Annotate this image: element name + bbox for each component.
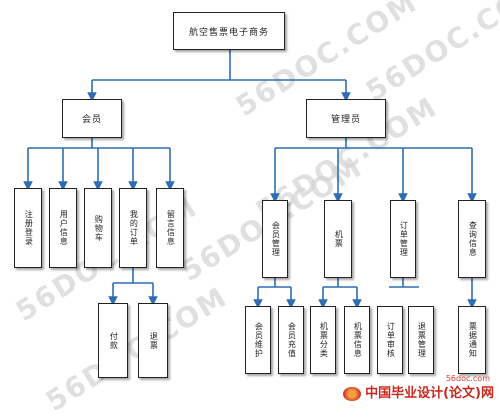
ticket-child-node: 机票分类 — [310, 306, 336, 374]
admin-label: 管理员 — [330, 115, 361, 125]
order-mgmt-child-label: 订单审核 — [386, 322, 396, 358]
order-child-node: 付款 — [98, 303, 128, 378]
order-mgmt-child-node: 退票管理 — [408, 306, 434, 374]
ticket-child-label: 机票信息 — [353, 322, 363, 358]
admin-node: 管理员 — [306, 99, 386, 138]
org-chart: 56DOC.COM 56DOC.COM 56DOC.COM 56DOC.COM … — [10, 0, 500, 418]
query-child-node: 票据通知 — [458, 306, 486, 374]
admin-child-label: 订单管理 — [399, 221, 409, 257]
member-child-label: 我的订单 — [129, 210, 139, 246]
root-label: 航空售票电子商务 — [188, 27, 269, 38]
member-node: 会员 — [62, 99, 122, 138]
brand-text-b: 毕业设计(论文)网 — [391, 386, 494, 401]
admin-child-label: 会员管理 — [271, 221, 281, 257]
member-child-node: 用户信息 — [49, 188, 77, 268]
admin-child-node: 订单管理 — [390, 200, 416, 278]
member-child-node: 购物车 — [84, 188, 112, 268]
admin-child-node: 机票 — [324, 200, 352, 278]
member-child-label: 注册登录 — [24, 210, 34, 246]
order-child-label: 付款 — [109, 331, 119, 350]
query-child-label: 票据通知 — [468, 322, 478, 358]
member-child-node: 留言信息 — [156, 188, 184, 268]
order-child-label: 退票 — [149, 331, 159, 350]
ticket-child-label: 机票分类 — [319, 322, 329, 358]
member-child-node: 我的订单 — [119, 188, 147, 268]
brand-text-a: 中国 — [365, 386, 392, 401]
member-child-label: 用户信息 — [59, 210, 69, 246]
order-mgmt-child-label: 退票管理 — [417, 322, 427, 358]
member-mgmt-child-node: 会员维护 — [245, 306, 271, 374]
admin-child-label: 查询信息 — [468, 221, 478, 257]
member-mgmt-child-label: 会员充值 — [287, 322, 297, 358]
admin-child-node: 查询信息 — [458, 200, 486, 278]
order-mgmt-child-node: 订单审核 — [377, 306, 403, 374]
brand-logo-icon — [343, 387, 362, 401]
connector-lines — [23, 50, 477, 309]
ticket-child-node: 机票信息 — [344, 306, 370, 374]
member-child-label: 留言信息 — [166, 210, 176, 246]
footer-brand: 中国毕业设计(论文)网 — [343, 382, 494, 401]
site-url: 56doc.com — [445, 374, 490, 383]
member-mgmt-child-node: 会员充值 — [278, 306, 304, 374]
root-node: 航空售票电子商务 — [173, 12, 285, 50]
admin-child-node: 会员管理 — [262, 200, 288, 278]
order-child-node: 退票 — [138, 303, 168, 378]
member-child-label: 购物车 — [94, 214, 104, 242]
member-mgmt-child-label: 会员维护 — [254, 322, 264, 358]
admin-child-label: 机票 — [334, 230, 344, 248]
member-label: 会员 — [81, 115, 102, 125]
member-child-node: 注册登录 — [14, 188, 42, 268]
